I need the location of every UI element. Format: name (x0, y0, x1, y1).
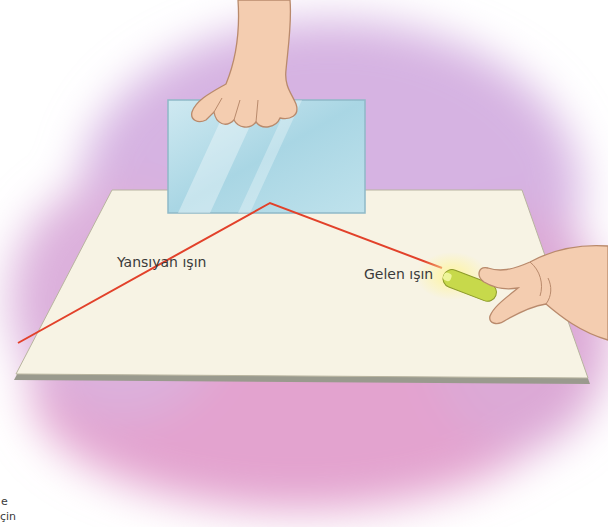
page-fragment: çin (0, 510, 16, 523)
background-blob (10, 20, 608, 510)
page-fragment: e (1, 495, 8, 508)
hand-right (479, 246, 608, 340)
ray-label: Gelen ışın (364, 266, 433, 282)
finger-lines (530, 262, 551, 304)
laser-tip (442, 272, 452, 282)
laser-ray (18, 203, 442, 343)
finger-lines (214, 98, 258, 122)
hand-top (192, 0, 297, 127)
ray-label: Yansıyan ışın (117, 254, 206, 270)
